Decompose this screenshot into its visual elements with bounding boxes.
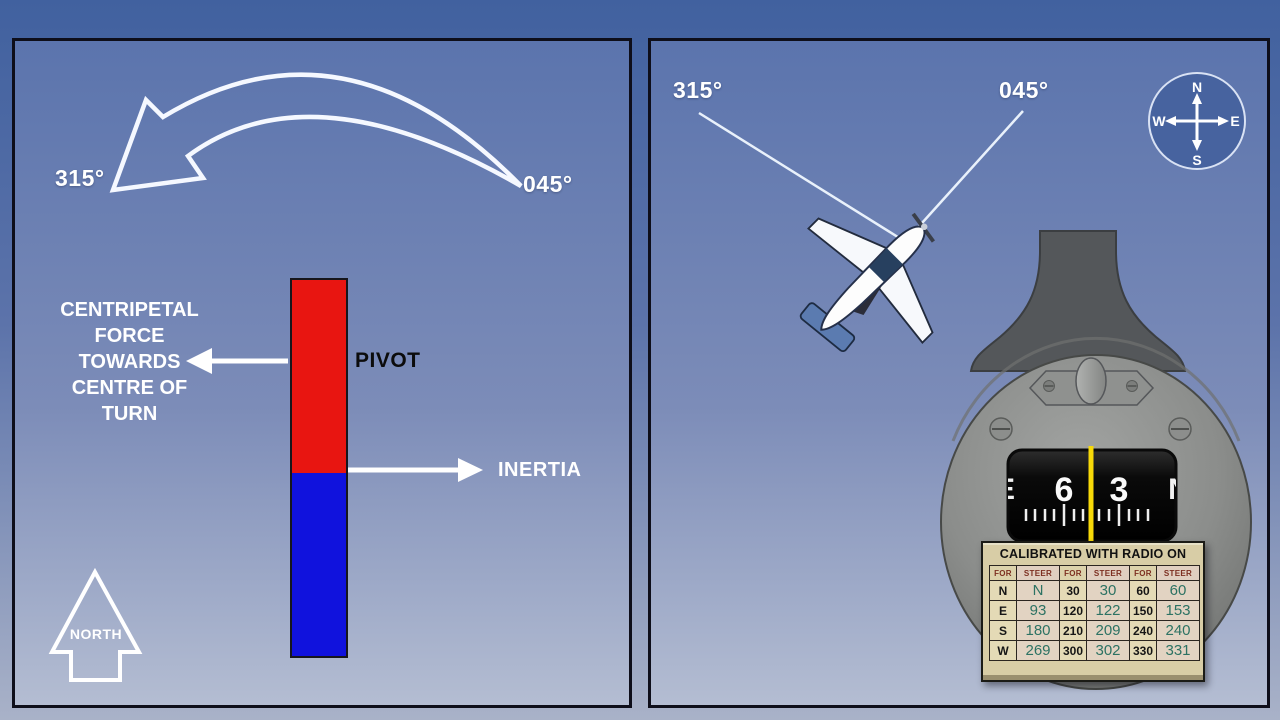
compass-card-window: E 6 3 N: [995, 446, 1190, 543]
steer-value: 30: [1086, 580, 1130, 601]
compass-mount-bracket: [969, 230, 1187, 372]
turn-direction-arrow: [109, 72, 523, 193]
centripetal-force-label: CENTRIPETAL FORCE TOWARDS CENTRE OF TURN: [60, 299, 199, 425]
compass-rose: N S E W: [1148, 72, 1246, 170]
heading-line-045: [912, 110, 1024, 234]
north-label: NORTH: [69, 626, 123, 642]
steer-value: 153: [1156, 600, 1200, 621]
for-value: 240: [1129, 620, 1157, 641]
header-steer: STEER: [1016, 565, 1060, 581]
rose-north-label: N: [1192, 79, 1202, 95]
compensator-plate: [1028, 370, 1155, 406]
table-row: S 180 210 209 240 240: [989, 620, 1200, 641]
case-screws: [989, 417, 1192, 441]
pivot-label: PIVOT: [355, 349, 421, 372]
card-number-30: 3: [1110, 471, 1129, 509]
inertia-label: INERTIA: [498, 459, 582, 481]
table-header-row: FOR STEER FOR STEER FOR STEER: [989, 565, 1200, 581]
for-value: 150: [1129, 600, 1157, 621]
table-row: W 269 300 302 330 331: [989, 640, 1200, 661]
card-tick-marks: [1024, 504, 1150, 526]
for-value: 330: [1129, 640, 1157, 661]
header-for: FOR: [1059, 565, 1087, 581]
compass-needle-bar: [290, 278, 348, 658]
heading-label-315: 315°: [55, 165, 105, 191]
correction-card-table: FOR STEER FOR STEER FOR STEER N N 30 30 …: [989, 565, 1200, 661]
for-value: 210: [1059, 620, 1087, 641]
table-row: N N 30 30 60 60: [989, 580, 1200, 601]
steer-value: 302: [1086, 640, 1130, 661]
heading-line-315: [698, 111, 902, 241]
card-number-60: 6: [1055, 471, 1074, 509]
inertia-arrow: [347, 458, 483, 482]
steer-value: 122: [1086, 600, 1130, 621]
steer-value: 240: [1156, 620, 1200, 641]
for-value: 300: [1059, 640, 1087, 661]
card-letter-east: E: [995, 473, 1015, 506]
for-value: 60: [1129, 580, 1157, 601]
pendulum-diagram-panel: 315° 045° CENTRIPETAL FORCE TOWARDS CENT…: [12, 38, 632, 708]
for-value: S: [989, 620, 1017, 641]
header-steer: STEER: [1086, 565, 1130, 581]
compass-correction-card: CALIBRATED WITH RADIO ON FOR STEER FOR S…: [981, 541, 1205, 682]
steer-value: N: [1016, 580, 1060, 601]
compensator-screws: [1043, 380, 1138, 392]
steer-value: 180: [1016, 620, 1060, 641]
rose-west-label: W: [1152, 113, 1166, 129]
steer-value: 60: [1156, 580, 1200, 601]
card-letter-north: N: [1168, 473, 1190, 506]
aircraft-icon: [799, 212, 935, 353]
bar-north-seeking-end: [292, 280, 346, 473]
header-for: FOR: [989, 565, 1017, 581]
header-steer: STEER: [1156, 565, 1200, 581]
steer-value: 93: [1016, 600, 1060, 621]
steer-value: 269: [1016, 640, 1060, 661]
rose-south-label: S: [1192, 152, 1201, 168]
table-row: E 93 120 122 150 153: [989, 600, 1200, 621]
for-value: E: [989, 600, 1017, 621]
heading-label-045: 045°: [999, 77, 1049, 103]
heading-label-045: 045°: [523, 171, 573, 197]
steer-value: 209: [1086, 620, 1130, 641]
aircraft-compass-panel: N S E W: [648, 38, 1270, 708]
heading-label-315: 315°: [673, 77, 723, 103]
header-for: FOR: [1129, 565, 1157, 581]
for-value: 30: [1059, 580, 1087, 601]
bar-south-end: [292, 473, 346, 656]
correction-card-title: CALIBRATED WITH RADIO ON: [999, 547, 1187, 561]
for-value: N: [989, 580, 1017, 601]
steer-value: 331: [1156, 640, 1200, 661]
compensator-knob: [1075, 357, 1107, 405]
rose-east-label: E: [1230, 113, 1239, 129]
for-value: 120: [1059, 600, 1087, 621]
for-value: W: [989, 640, 1017, 661]
